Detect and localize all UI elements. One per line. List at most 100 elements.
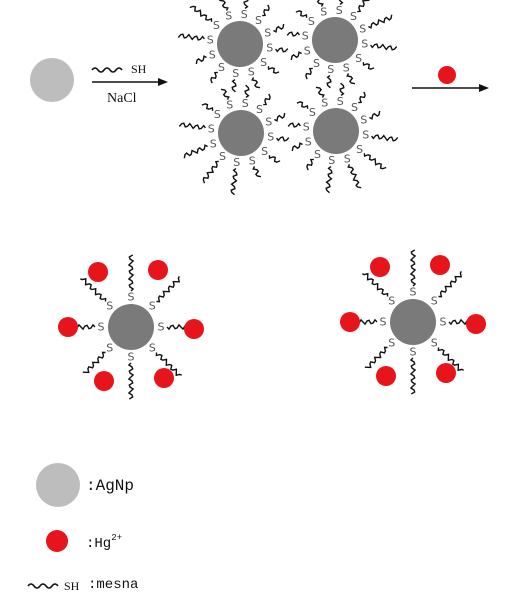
sulfur-atom: S bbox=[260, 56, 267, 69]
mesna-ligand bbox=[178, 122, 206, 130]
mesna-ligand bbox=[127, 254, 135, 292]
sulfur-atom: S bbox=[128, 291, 135, 304]
mesna-ligand bbox=[267, 66, 280, 74]
sulfur-atom: S bbox=[362, 129, 369, 142]
sulfur-atom: S bbox=[336, 4, 343, 17]
sulfur-atom: S bbox=[313, 57, 320, 70]
mesna-ligand bbox=[244, 84, 250, 98]
mesna-ligand bbox=[339, 82, 345, 96]
sulfur-atom: S bbox=[356, 143, 363, 156]
legend-agnp-symbol bbox=[36, 463, 80, 507]
legend-mesna-prefix: SH bbox=[64, 579, 80, 593]
mesna-ligand bbox=[368, 14, 393, 29]
mercury-ion bbox=[88, 262, 108, 282]
sulfur-atom: S bbox=[255, 14, 262, 27]
mesna-ligand bbox=[409, 249, 417, 287]
mesna-ligand bbox=[262, 4, 270, 17]
sulfur-atom: S bbox=[344, 152, 351, 165]
legend: :AgNp :Hg2+ SH :mesna bbox=[27, 463, 138, 593]
sulfur-atom: S bbox=[314, 148, 321, 161]
mesna-ligand bbox=[156, 276, 181, 303]
agnp-particle bbox=[108, 304, 154, 350]
legend-mercury-symbol bbox=[46, 530, 68, 552]
mesna-ligand bbox=[210, 71, 218, 84]
sulfur-atom: S bbox=[241, 8, 248, 21]
mesna-ligand bbox=[195, 55, 207, 65]
sulfur-atom: S bbox=[249, 154, 256, 167]
sulfur-atom: S bbox=[380, 316, 387, 329]
mesna-ligand bbox=[371, 134, 399, 142]
sulfur-atom: S bbox=[210, 138, 217, 151]
sulfur-atom: S bbox=[208, 122, 215, 135]
agnp-particle bbox=[312, 17, 358, 63]
legend-mercury-text: :Hg bbox=[86, 536, 111, 552]
sulfur-atom: S bbox=[265, 115, 272, 128]
sulfur-atom: S bbox=[303, 120, 310, 133]
condition-label: NaCl bbox=[107, 91, 137, 106]
mesna-ligand bbox=[231, 79, 237, 93]
agnp-particle bbox=[313, 108, 359, 154]
mercury-ion bbox=[154, 368, 174, 388]
mesna-ligand bbox=[274, 112, 286, 122]
mesna-ligand bbox=[347, 164, 362, 189]
sulfur-atom: S bbox=[209, 49, 216, 62]
mercury-ion bbox=[466, 314, 486, 334]
sulfur-atom: S bbox=[440, 316, 447, 329]
sulfur-atom: S bbox=[328, 154, 335, 167]
mesna-ligand bbox=[243, 0, 249, 9]
mesna-ligand bbox=[268, 155, 281, 163]
mesna-ligand bbox=[287, 122, 301, 128]
sulfur-atom: S bbox=[267, 131, 274, 144]
sulfur-atom: S bbox=[337, 95, 344, 108]
agnp-particle bbox=[217, 21, 263, 67]
sulfur-atom: S bbox=[106, 342, 113, 355]
sulfur-atom: S bbox=[256, 103, 263, 116]
mesna-ligand bbox=[155, 352, 182, 377]
agnp-particle bbox=[390, 299, 436, 345]
mesna-ligand bbox=[325, 166, 333, 194]
sulfur-atom: S bbox=[305, 136, 312, 149]
mesna-ligand bbox=[201, 103, 214, 111]
mercury-ion bbox=[148, 260, 168, 280]
mercury-ion bbox=[370, 257, 390, 277]
mesna-ligand bbox=[338, 0, 344, 5]
sulfur-atom: S bbox=[233, 156, 240, 169]
mesna-ligand bbox=[291, 142, 303, 152]
mercury-ion bbox=[430, 255, 450, 275]
sulfur-atom: S bbox=[302, 29, 309, 42]
mesna-ligand bbox=[296, 101, 309, 109]
mesna-ligand bbox=[218, 0, 229, 11]
sulfur-atom: S bbox=[321, 97, 328, 110]
mesna-ligand bbox=[363, 153, 387, 170]
sulfur-atom: S bbox=[410, 346, 417, 359]
mesna-ligand bbox=[438, 271, 463, 298]
legend-agnp-label: :AgNp bbox=[86, 477, 134, 495]
mesna-ligand bbox=[369, 110, 381, 120]
mesna-ligand bbox=[189, 5, 213, 22]
mercury-ion bbox=[376, 366, 396, 386]
mesna-ligand bbox=[409, 357, 417, 395]
mesna-ligand bbox=[362, 62, 375, 70]
mercury-ion bbox=[94, 371, 114, 391]
mesna-ligand bbox=[290, 51, 302, 61]
sulfur-atom: S bbox=[149, 342, 156, 355]
mesna-ligand bbox=[177, 33, 205, 41]
mesna-ligand bbox=[230, 168, 238, 196]
sulfur-atom: S bbox=[232, 67, 239, 80]
sulfur-atom: S bbox=[261, 145, 268, 158]
arrow-head-icon bbox=[158, 78, 168, 86]
sulfur-atom: S bbox=[219, 150, 226, 163]
mesna-ligand bbox=[276, 136, 290, 142]
sulfur-atom: S bbox=[218, 61, 225, 74]
mesna-ligand bbox=[315, 86, 325, 98]
sulfur-atom: S bbox=[225, 10, 232, 23]
agnp-particle bbox=[218, 110, 264, 156]
mesna-ligand bbox=[357, 0, 370, 13]
sulfur-atom: S bbox=[308, 15, 315, 28]
sulfur-atom: S bbox=[351, 101, 358, 114]
